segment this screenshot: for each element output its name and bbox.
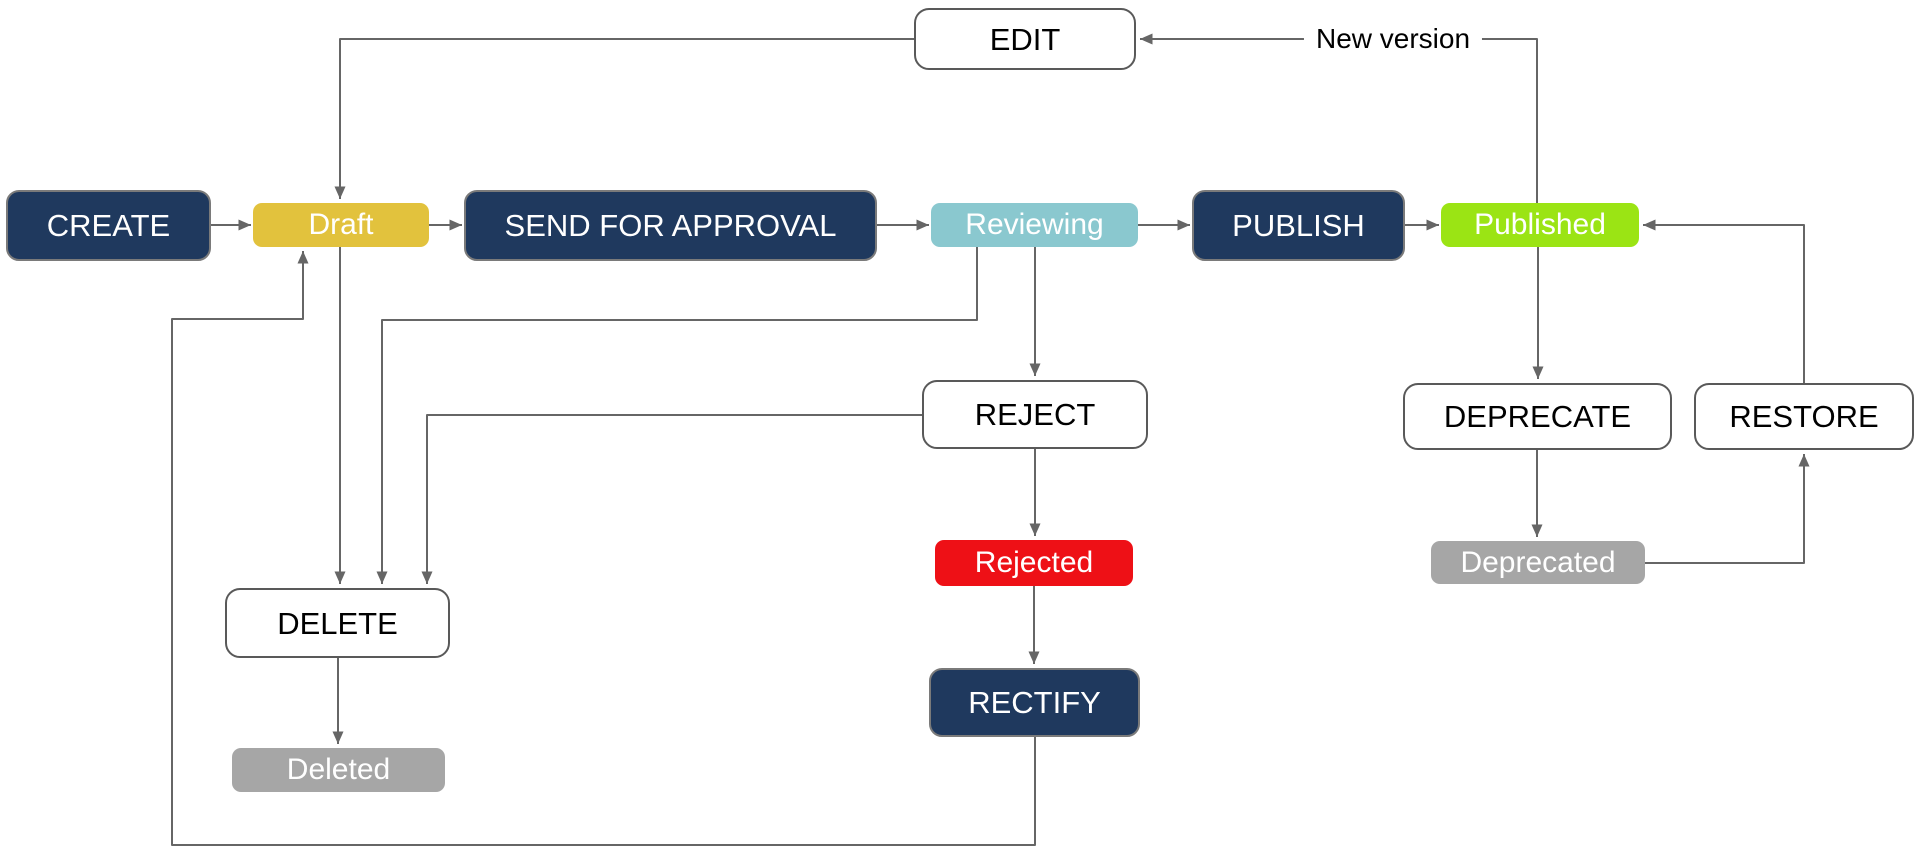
edge-label-new-version: New version	[1303, 21, 1483, 57]
edge-rectify-draft-loop	[171, 251, 1036, 846]
node-edit: EDIT	[914, 8, 1136, 70]
node-create: CREATE	[6, 190, 211, 261]
node-draft-state: Draft	[253, 203, 429, 247]
edge-restore-published	[1643, 219, 1805, 383]
edge-edit-draft	[334, 38, 914, 199]
edge-published-edit-new-version	[1140, 33, 1538, 203]
node-deprecated-state: Deprecated	[1431, 541, 1645, 584]
node-deleted-state: Deleted	[232, 748, 445, 792]
node-restore: RESTORE	[1694, 383, 1914, 450]
node-send-for-approval: SEND FOR APPROVAL	[464, 190, 877, 261]
edge-reviewing-delete	[376, 247, 978, 584]
node-deprecate: DEPRECATE	[1403, 383, 1672, 450]
node-rejected-state: Rejected	[935, 540, 1133, 586]
node-rectify: RECTIFY	[929, 668, 1140, 737]
node-publish: PUBLISH	[1192, 190, 1405, 261]
node-reviewing-state: Reviewing	[931, 203, 1138, 247]
node-delete: DELETE	[225, 588, 450, 658]
edge-reject-delete	[421, 414, 922, 584]
node-published-state: Published	[1441, 203, 1639, 247]
node-reject: REJECT	[922, 380, 1148, 449]
edge-deprecated-restore	[1645, 454, 1810, 564]
